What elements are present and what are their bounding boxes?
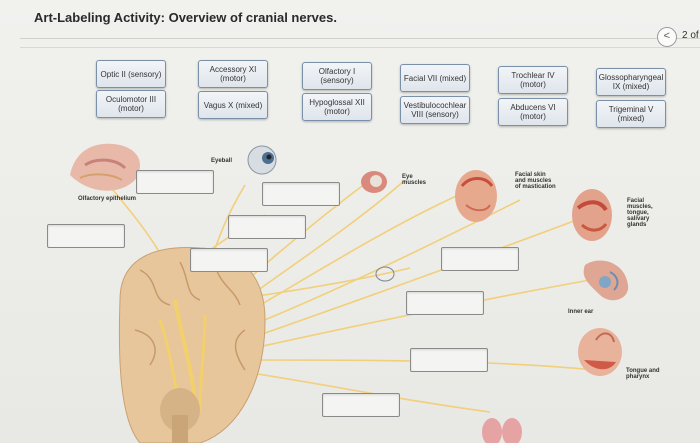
- tongue-pharynx-illustration: [578, 328, 622, 376]
- page-title: Art-Labeling Activity: Overview of crani…: [34, 10, 337, 25]
- drop-target[interactable]: [136, 170, 214, 194]
- label-vestibulocochlear-viii[interactable]: Vestibulocochlear VIII (sensory): [400, 96, 470, 124]
- caption-eyeball: Eyeball: [211, 158, 233, 164]
- drop-target[interactable]: [228, 215, 306, 239]
- facial-muscles-illustration: [572, 189, 612, 241]
- label-abducens-vi[interactable]: Abducens VI (motor): [498, 98, 568, 126]
- eye-muscles-illustration: [361, 171, 387, 193]
- drop-target[interactable]: [441, 247, 519, 271]
- caption-inner-ear: Inner ear: [568, 309, 594, 315]
- divider: [20, 38, 700, 39]
- caption-olfactory-epithelium: Olfactory epithelium: [78, 196, 137, 202]
- caption-facial-muscles: Facial muscles, tongue, salivary glands: [627, 198, 653, 228]
- label-trochlear-iv[interactable]: Trochlear IV (motor): [498, 66, 568, 94]
- divider: [20, 47, 700, 48]
- inner-ear-illustration: [583, 260, 629, 301]
- lungs-illustration: [482, 418, 522, 443]
- face-illustration: [455, 170, 497, 222]
- label-hypoglossal-xii[interactable]: Hypoglossal XII (motor): [302, 93, 372, 121]
- label-vagus-x[interactable]: Vagus X (mixed): [198, 91, 268, 119]
- caption-tongue-pharynx: Tongue and pharynx: [626, 368, 660, 380]
- drop-target[interactable]: [406, 291, 484, 315]
- nerve-line: [244, 371, 491, 413]
- drop-target[interactable]: [322, 393, 400, 417]
- drop-target[interactable]: [262, 182, 340, 206]
- label-trigeminal-v[interactable]: Trigeminal V (mixed): [596, 100, 666, 128]
- optic-chiasm-marker: [375, 266, 395, 282]
- eyeball-illustration: [247, 145, 277, 175]
- drop-target[interactable]: [47, 224, 125, 248]
- olfactory-illustration: [70, 143, 140, 191]
- label-olfactory-i[interactable]: Olfactory I (sensory): [302, 62, 372, 90]
- caption-facial-skin: Facial skin and muscles of mastication: [515, 172, 556, 190]
- label-glossopharyngeal-ix[interactable]: Glossopharyngeal IX (mixed): [596, 68, 666, 96]
- drop-target[interactable]: [410, 348, 488, 372]
- caption-eye-muscles: Eye muscles: [402, 174, 427, 186]
- nerve-line: [234, 189, 471, 321]
- label-oculomotor-iii[interactable]: Oculomotor III (motor): [96, 90, 166, 118]
- drop-target[interactable]: [190, 248, 268, 272]
- label-accessory-xi[interactable]: Accessory XI (motor): [198, 60, 268, 88]
- page-count: 2 of: [682, 30, 699, 41]
- label-optic-ii[interactable]: Optic II (sensory): [96, 60, 166, 88]
- nerve-line: [244, 214, 591, 341]
- label-facial-vii[interactable]: Facial VII (mixed): [400, 64, 470, 92]
- brain-illustration: [118, 247, 266, 443]
